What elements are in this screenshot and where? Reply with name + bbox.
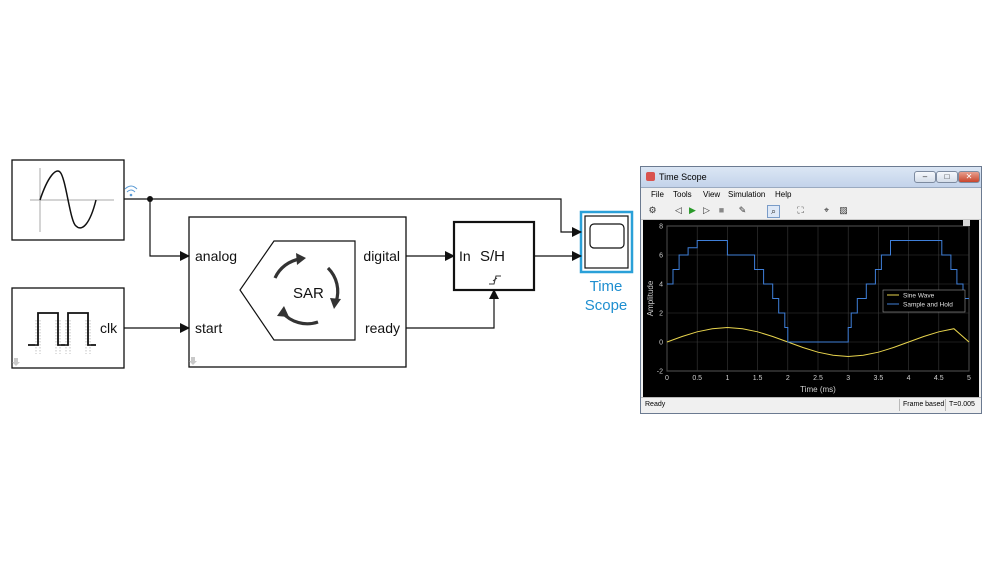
x-tick-label: 4 (907, 375, 911, 382)
menu-help[interactable]: Help (775, 190, 792, 199)
window-title: Time Scope (659, 172, 707, 182)
frame-mode-status: Frame based (899, 399, 947, 411)
sample-hold-input-label: In (459, 248, 471, 264)
x-tick-label: 5 (967, 375, 971, 382)
signal-logging-icon (124, 185, 138, 197)
fit-axes-icon[interactable]: ⛶ (797, 205, 804, 215)
minimize-button[interactable]: – (914, 171, 936, 183)
time-scope-label-line2: Scope (585, 297, 628, 314)
status-bar: Ready Frame based T=0.005 (641, 397, 981, 413)
x-axis-label: Time (ms) (800, 385, 836, 394)
sine-icon (39, 170, 97, 229)
x-tick-label: 2.5 (813, 375, 823, 382)
window-titlebar[interactable]: Time Scope – □ ✕ (641, 167, 981, 188)
x-tick-label: 0 (665, 375, 669, 382)
time-scope-block[interactable]: Time Scope (579, 210, 634, 314)
rising-edge-trigger-icon (489, 275, 501, 285)
y-tick-label: 6 (659, 253, 663, 260)
sar-label: SAR (293, 285, 324, 302)
cursor-measure-icon[interactable]: ⌖ (823, 205, 830, 215)
sim-time-status: T=0.005 (945, 399, 983, 411)
x-tick-label: 3 (846, 375, 850, 382)
stop-icon[interactable]: ■ (718, 205, 725, 215)
menu-view[interactable]: View (703, 190, 721, 199)
menu-bar: File Tools View Simulation Help (641, 188, 981, 202)
cycle-arrows-icon (273, 253, 341, 326)
sample-hold-label: S/H (480, 248, 505, 265)
settings-icon[interactable]: ⚙ (648, 205, 657, 215)
x-tick-label: 3.5 (874, 375, 884, 382)
step-forward-icon[interactable]: ▷ (703, 205, 710, 215)
x-tick-label: 2 (786, 375, 790, 382)
zoom-icon[interactable]: ⌕ (767, 205, 780, 218)
maximize-button[interactable]: □ (936, 171, 958, 183)
pulse-icon (28, 312, 96, 346)
axes-options-icon (963, 220, 970, 226)
sar-subsystem-block[interactable]: SAR analog start digital ready (188, 216, 407, 368)
x-tick-label: 4.5 (934, 375, 944, 382)
legend-entry-0: Sine Wave (903, 293, 935, 300)
step-back-icon[interactable]: ◁ (675, 205, 682, 215)
style-icon[interactable]: ▨ (839, 205, 848, 215)
scope-screen-icon (589, 223, 625, 249)
line-sine-to-scope (124, 198, 582, 237)
sar-input-analog: analog (195, 248, 237, 264)
sine-wave-block[interactable] (11, 159, 125, 241)
time-scope-label-line1: Time (590, 278, 623, 295)
highlight-icon[interactable]: ✎ (738, 205, 747, 215)
y-tick-label: 4 (659, 282, 663, 289)
legend-entry-1: Sample and Hold (903, 302, 953, 309)
matlab-icon (646, 172, 655, 181)
y-tick-label: 0 (659, 340, 663, 347)
menu-file[interactable]: File (651, 190, 664, 199)
pulse-port-label: clk (100, 320, 118, 336)
run-icon[interactable]: ▶ (689, 205, 696, 215)
series-line-0 (666, 326, 970, 358)
y-tick-label: 8 (659, 224, 663, 231)
close-button[interactable]: ✕ (958, 171, 980, 183)
x-tick-label: 0.5 (692, 375, 702, 382)
y-tick-label: -2 (657, 369, 663, 376)
menu-simulation[interactable]: Simulation (728, 190, 766, 199)
sar-output-digital: digital (363, 248, 400, 264)
y-tick-label: 2 (659, 311, 663, 318)
line-sine-to-analog (149, 199, 190, 261)
time-scope-window[interactable]: Time Scope – □ ✕ File Tools View Simulat… (640, 166, 982, 414)
sample-hold-block[interactable]: In S/H (452, 220, 536, 292)
line-ready-to-trigger (406, 289, 499, 329)
x-tick-label: 1.5 (753, 375, 763, 382)
series-line-1 (667, 240, 969, 343)
menu-tools[interactable]: Tools (673, 190, 692, 199)
status-text: Ready (645, 401, 666, 408)
sar-output-ready: ready (365, 320, 400, 336)
y-axis-label: Amplitude (646, 280, 655, 316)
sar-input-start: start (195, 320, 222, 336)
signal-lines (124, 196, 582, 333)
pulse-generator-block[interactable]: clk (11, 287, 125, 369)
legend-box (882, 289, 966, 313)
toolbar: ⚙ ◁ ▶ ▷ ■ ✎ ⌕ ⛶ ⌖ ▨ (641, 202, 981, 220)
x-tick-label: 1 (725, 375, 729, 382)
